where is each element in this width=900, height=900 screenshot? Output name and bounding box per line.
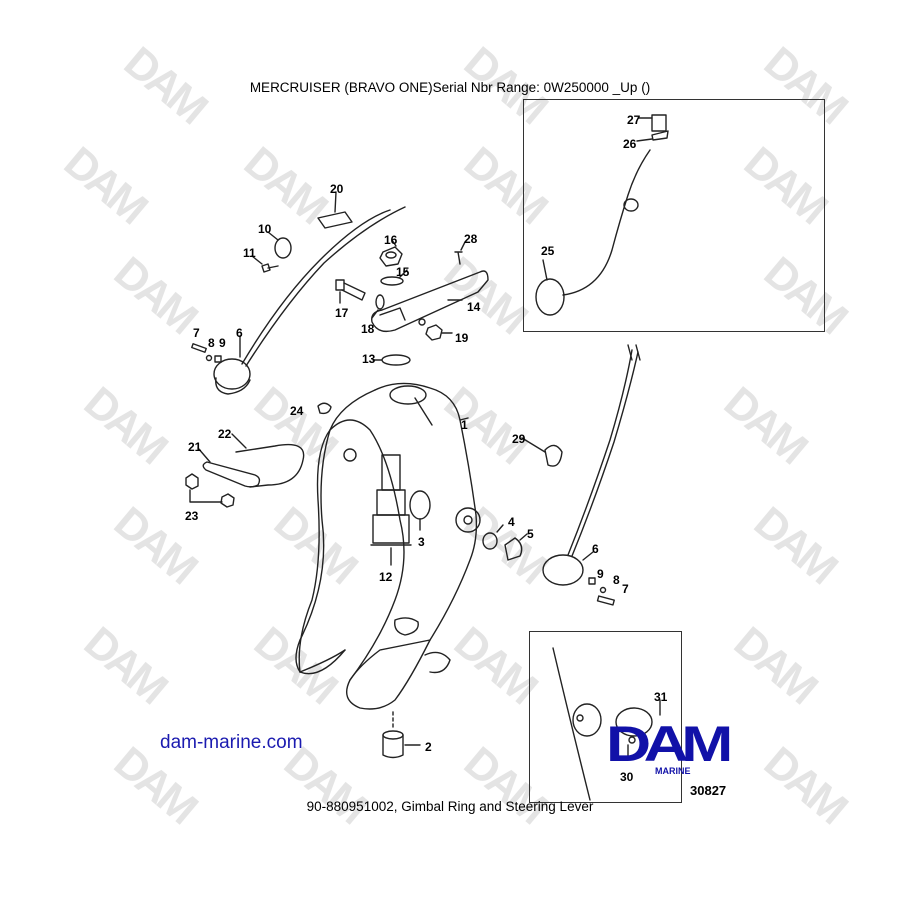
bushing-part-2 [382, 711, 421, 759]
nut-part-9b [588, 577, 596, 585]
part-label: 11 [243, 246, 256, 260]
part-label: 25 [541, 244, 555, 258]
part-label: 8 [613, 573, 620, 587]
part-label: 13 [362, 352, 376, 366]
part-label: 12 [379, 570, 393, 584]
figure-number: 30827 [690, 783, 727, 798]
trim-sender-right-part-6 [542, 344, 641, 586]
part-label: 1 [461, 418, 468, 432]
part-label: 6 [236, 326, 243, 340]
part-label: 22 [218, 427, 232, 441]
screw-part-7b [596, 595, 615, 606]
part-label: 15 [396, 265, 410, 279]
nut-part-16 [379, 246, 403, 267]
washer-part-18 [375, 294, 385, 310]
part-label: 27 [627, 113, 641, 127]
plate-part-10 [274, 237, 292, 259]
part-label: 14 [467, 300, 481, 314]
part-label: 24 [290, 404, 304, 418]
part-label: 9 [597, 567, 604, 581]
part-label: 18 [361, 322, 375, 336]
gimbal-ring-part-1 [295, 382, 481, 710]
dam-logo-subtext: MARINE [655, 766, 691, 776]
part-label: 3 [418, 535, 425, 549]
trim-sender-left-part-6 [213, 206, 406, 395]
website-link[interactable]: dam-marine.com [160, 732, 303, 753]
washer-part-8b [599, 586, 607, 594]
part-label: 10 [258, 222, 272, 236]
bolt-part-17 [335, 279, 366, 304]
part-label: 26 [623, 137, 637, 151]
part-label: 6 [592, 542, 599, 556]
nut-part-23b [220, 493, 235, 508]
nut-part-23a [185, 473, 199, 490]
nut-part-19 [425, 324, 443, 341]
bracket-part-20 [317, 211, 353, 229]
washer-part-8 [205, 354, 213, 362]
shaft-part-12 [370, 454, 412, 566]
nut-part-9 [214, 355, 222, 363]
clamp-part-29 [544, 444, 563, 467]
part-label: 31 [654, 690, 668, 704]
dam-logo: DAM [606, 716, 733, 772]
bushing-part-5 [504, 537, 523, 561]
part-label: 19 [455, 331, 469, 345]
part-label: 7 [193, 326, 200, 340]
steering-lever-part-14 [371, 270, 489, 333]
washer-part-13 [381, 354, 411, 366]
part-label: 30 [620, 770, 634, 784]
part-label: 8 [208, 336, 215, 350]
detail-sender-part-30 [552, 647, 661, 801]
page-title: MERCRUISER (BRAVO ONE)Serial Nbr Range: … [249, 80, 651, 95]
connector-part-27 [651, 114, 667, 132]
inset-mounting-detail [529, 631, 682, 803]
part-label: 17 [335, 306, 349, 320]
diagram-caption: 90-880951002, Gimbal Ring and Steering L… [306, 799, 594, 814]
inset-trim-sender-detail [523, 99, 825, 332]
part-label: 5 [527, 527, 534, 541]
clip-part-24 [317, 402, 332, 415]
screw-part-28 [454, 251, 463, 265]
part-label: 7 [622, 582, 629, 596]
sender-part-25 [535, 149, 651, 316]
part-label: 16 [384, 233, 398, 247]
part-label: 28 [464, 232, 478, 246]
part-label: 2 [425, 740, 432, 754]
part-label: 4 [508, 515, 515, 529]
part-label: 21 [188, 440, 202, 454]
plate-part-21 [202, 461, 261, 488]
bushing-part-4 [482, 532, 498, 550]
connector-part-26 [651, 130, 669, 141]
u-bolt-part-22 [235, 443, 305, 488]
part-label: 29 [512, 432, 526, 446]
screw-part-11 [261, 263, 279, 273]
washer-part-15 [380, 276, 404, 286]
part-label: 20 [330, 182, 344, 196]
part-label: 9 [219, 336, 226, 350]
part-label: 23 [185, 509, 199, 523]
o-ring-part-3 [409, 490, 431, 520]
screw-part-7 [191, 343, 207, 353]
